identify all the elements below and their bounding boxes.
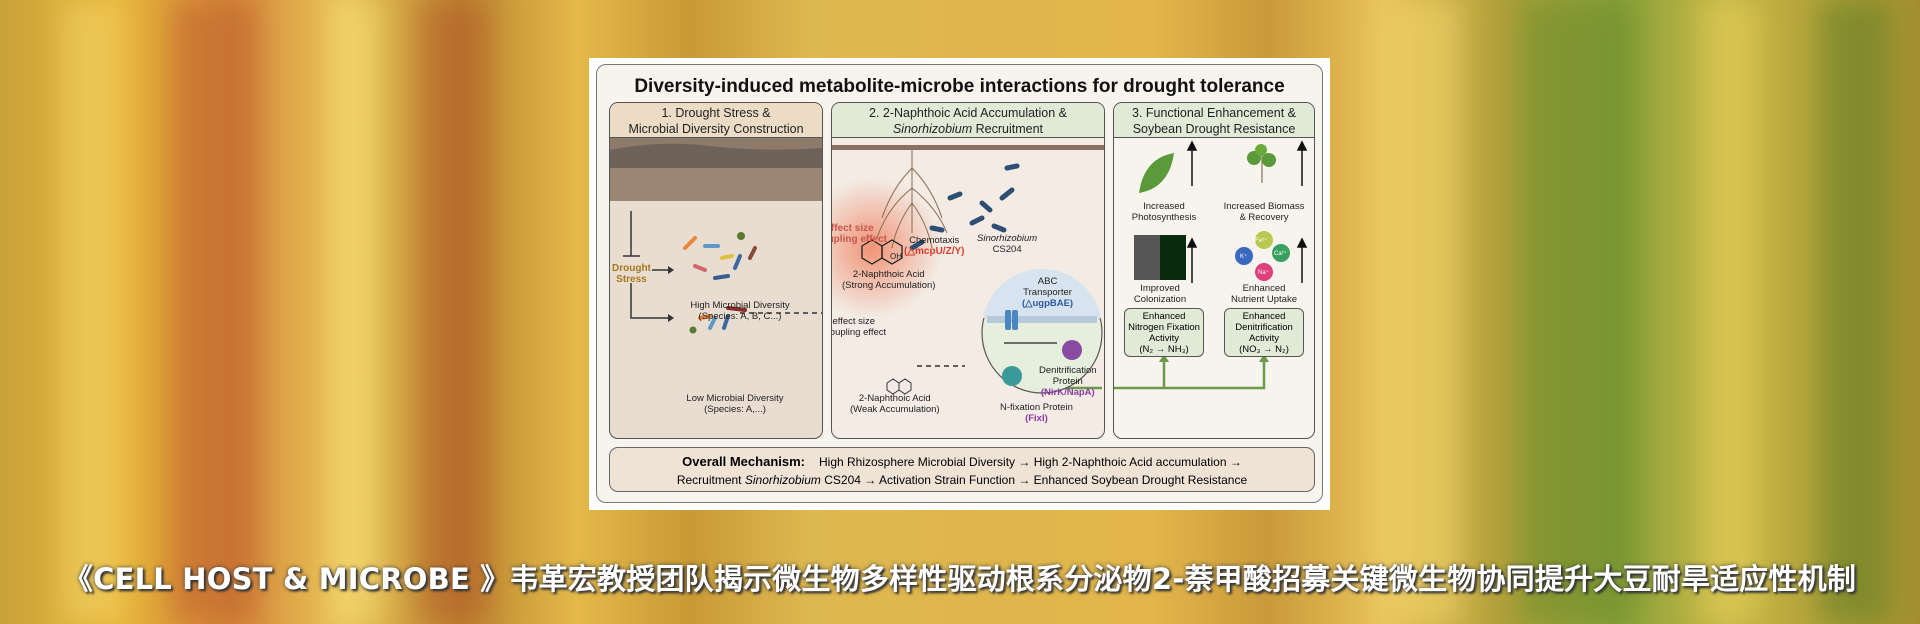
box2-line1: Enhanced [1242,311,1286,322]
overall-mechanism-box: Overall Mechanism: High Rhizosphere Micro… [609,447,1315,492]
k-ion-icon: K⁺ [1240,254,1248,260]
biomass-label-2: & Recovery [1239,212,1289,223]
weak-acid-label: 2-Naphthoic Acid [858,393,931,404]
high-diversity-label: High Microbial Diversity [690,300,790,311]
graphical-abstract: Diversity-induced metabolite-microbe int… [589,58,1330,510]
nutrient-label-2: Nutrient Uptake [1230,294,1297,305]
drought-label: Drought [612,263,651,274]
chemotaxis-label: Chemotaxis [909,235,960,246]
box2-line2: Denitrification [1235,322,1293,333]
panel2-heading-genus: Sinorhizobium [892,122,973,136]
fixl-label: (FixI) [1025,413,1048,424]
root-and-cell-illustration [832,145,1104,395]
effect-size-weak-label: Plant growth effect size [832,316,876,327]
figure-title: Diversity-induced metabolite-microbe int… [634,76,1285,97]
na-ion-icon: Na⁺ [1258,270,1269,276]
box1-line2: Nitrogen Fixation [1128,322,1200,333]
soil-and-microbes-illustration [610,138,822,334]
weak-accumulation-label: (Weak Accumulation) [850,404,940,415]
panel-naphthoic-acid: 2. 2-Naphthoic Acid Accumulation & Sinorh… [831,102,1105,439]
ugp-gene-label: (△ugpBAE) [1022,298,1074,309]
panel2-heading-rest: Recruitment [972,122,1044,136]
panel3-heading: 3. Functional Enhancement & [1132,106,1296,120]
mechanism-line2-b: CS204 → Activation Strain Function → Enh… [820,473,1248,487]
box2-line3: Activity [1248,333,1280,344]
strain-id: CS204 [992,244,1022,255]
decoupling-label: Network decoupling effect [832,234,888,245]
effect-size-label: Plant growth effect size [831,223,874,234]
fe-ion-icon: Fe²⁺ [1255,238,1268,244]
banner-caption: 《CELL HOST & MICROBE 》韦革宏教授团队揭示微生物多样性驱动根… [63,562,1857,596]
high-diversity-species: (Species: A, B, C...) [698,311,782,322]
mcp-gene-label: (△mcpU/Z/Y) [904,246,965,257]
box1-line4: (N₂ → NH₃) [1139,344,1189,355]
outcome-icons [1114,140,1308,390]
box1-line1: Enhanced [1142,311,1186,322]
box1-line3: Activity [1148,333,1180,344]
photosynthesis-label-2: Photosynthesis [1131,212,1197,223]
panel2-heading: 2. 2-Naphthoic Acid Accumulation & [868,106,1068,120]
stress-label: Stress [616,274,647,285]
panel3-subheading: Soybean Drought Resistance [1132,122,1296,136]
nfixation-label: N-fixation Protein [1000,402,1073,413]
mechanism-line2-genus: Sinorhizobium [744,473,821,487]
plant-icon [1247,144,1276,183]
colonization-label-2: Colonization [1133,294,1187,305]
strain-genus: Sinorhizobium [977,233,1038,244]
oh-label: OH [890,252,902,261]
panel-functional-enhancement: 3. Functional Enhancement & Soybean Droug… [1113,102,1315,439]
ca-ion-icon: Ca²⁺ [1274,251,1287,257]
mechanism-line1: High Rhizosphere Microbial Diversity → H… [818,455,1242,469]
panel1-heading: 1. Drought Stress & [661,106,771,120]
leaf-icon [1139,153,1174,193]
nirk-label: (NirK/NapA) [1040,387,1095,398]
decoupling-weak-label: Network decoupling effect [832,327,887,338]
strong-acid-label: 2-Naphthoic Acid [852,269,925,280]
box2-line4: (NO₃ → N₂) [1239,344,1289,355]
mechanism-label: Overall Mechanism: [682,454,805,469]
transporter-label: Transporter [1023,287,1072,298]
denitrification-label: Denitrification [1039,365,1097,376]
abc-label: ABC [1037,276,1058,287]
low-diversity-species: (Species: A,...) [704,404,766,415]
mechanism-line2-a: Recruitment [676,473,745,487]
protein-label: Protein [1052,376,1083,387]
photosynthesis-label-1: Increased [1143,201,1185,212]
nutrient-label-1: Enhanced [1242,283,1286,294]
biomass-label-1: Increased Biomass [1223,201,1305,212]
strong-accumulation-label: (Strong Accumulation) [842,280,936,291]
low-diversity-label: Low Microbial Diversity [686,393,784,404]
panel-drought-stress: 1. Drought Stress & Microbial Diversity C… [609,102,823,439]
panel1-subheading: Microbial Diversity Construction [628,122,804,136]
colonization-label-1: Improved [1140,283,1180,294]
